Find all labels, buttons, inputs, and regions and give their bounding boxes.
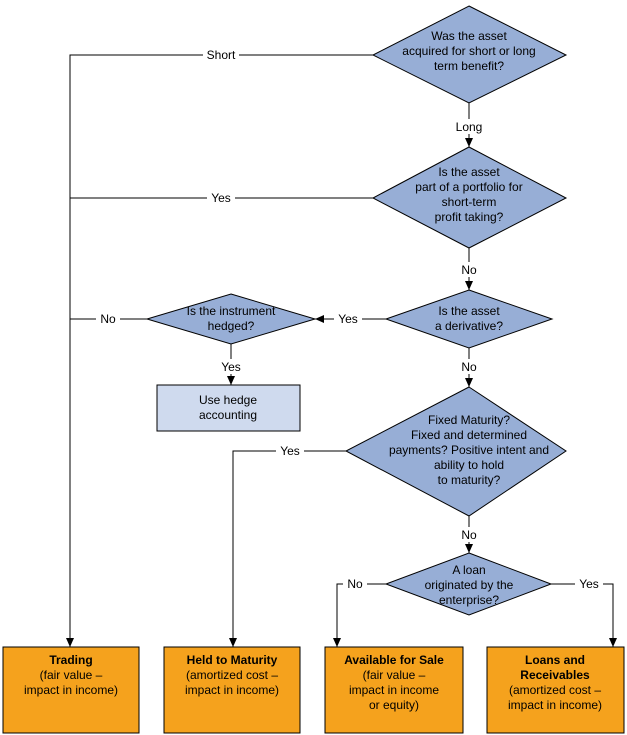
text-line: Available for Sale <box>344 653 444 667</box>
label-long: Long <box>456 120 483 134</box>
label-no-portfolio: No <box>461 263 477 277</box>
text-line: (amortized cost – <box>186 668 278 682</box>
text-line: Receivables <box>520 668 590 682</box>
text-line: ability to hold <box>434 458 504 472</box>
text-line: Held to Maturity <box>187 653 278 667</box>
outcome-trading-desc: (fair value –impact in income) <box>24 668 118 697</box>
label-no-hedged: No <box>100 312 116 326</box>
text-line: Was the asset <box>431 29 507 43</box>
text-line: Is the instrument <box>187 304 276 318</box>
outcome-held-to-maturity: Held to Maturity (amortized cost –impact… <box>163 646 301 734</box>
text-line: Loans and <box>525 653 585 667</box>
text-line: hedged? <box>208 319 255 333</box>
text-line: Trading <box>49 653 92 667</box>
text-line: A loan <box>452 563 485 577</box>
text-line: Fixed Maturity? <box>428 413 510 427</box>
outcome-loans-receivables-desc: (amortized cost –impact in income) <box>508 683 602 712</box>
label-yes-loan: Yes <box>579 577 599 591</box>
text-line: part of a portfolio for <box>415 180 522 194</box>
text-line: Fixed and determined <box>411 428 527 442</box>
text-line: enterprise? <box>439 593 499 607</box>
text-line: impact in income) <box>185 683 279 697</box>
text-line: accounting <box>199 408 257 422</box>
label-yes-portfolio: Yes <box>211 191 231 205</box>
outcome-trading-title: Trading <box>49 653 92 667</box>
outcome-available-for-sale: Available for Sale (fair value –impact i… <box>324 646 464 734</box>
text-line: (fair value – <box>363 668 426 682</box>
edge-no-loan <box>333 583 386 647</box>
text-line: short-term <box>442 195 497 209</box>
outcome-trading: Trading (fair value –impact in income) <box>2 646 140 734</box>
edge-yes-loan <box>551 583 617 647</box>
label-no-loan: No <box>347 577 363 591</box>
text-line: originated by the <box>425 578 514 592</box>
text-line: Use hedge <box>199 393 257 407</box>
text-line: profit taking? <box>435 210 504 224</box>
label-yes-derivative: Yes <box>338 312 358 326</box>
label-yes-maturity: Yes <box>280 444 300 458</box>
text-line: impact in income <box>349 683 439 697</box>
text-line: (fair value – <box>40 668 103 682</box>
text-line: Is the asset <box>438 165 500 179</box>
outcome-available-for-sale-title: Available for Sale <box>344 653 444 667</box>
text-line: to maturity? <box>438 473 501 487</box>
text-line: impact in income) <box>24 683 118 697</box>
edge-yes-maturity <box>229 450 373 647</box>
text-line: payments? Positive intent and <box>389 443 549 457</box>
text-line: a derivative? <box>435 319 503 333</box>
label-yes-hedged: Yes <box>221 360 241 374</box>
label-no-derivative: No <box>461 360 477 374</box>
outcome-held-to-maturity-desc: (amortized cost –impact in income) <box>185 668 279 697</box>
edge-short <box>66 54 373 647</box>
label-short: Short <box>207 48 236 62</box>
label-no-maturity: No <box>461 528 477 542</box>
text-line: impact in income) <box>508 698 602 712</box>
outcome-held-to-maturity-title: Held to Maturity <box>187 653 278 667</box>
text-line: term benefit? <box>434 59 504 73</box>
text-line: (amortized cost – <box>509 683 601 697</box>
text-line: Is the asset <box>438 304 500 318</box>
text-line: acquired for short or long <box>402 44 535 58</box>
text-line: or equity) <box>369 698 419 712</box>
